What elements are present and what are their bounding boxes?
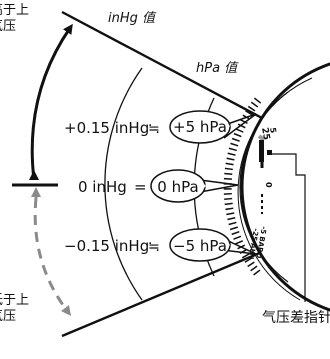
row-plus-relation: ≒ <box>148 121 160 137</box>
low-pressure-label-line2: 气压 <box>0 308 16 324</box>
pointer-marker <box>267 150 272 155</box>
row-minus-inhg: −0.15 inHg <box>64 237 149 255</box>
row-zero-inhg: 0 inHg <box>78 178 127 196</box>
high-pressure-label-line1: 高于上 <box>0 2 29 18</box>
bubble-plus-text: +5 hPa <box>173 118 227 136</box>
row-zero-relation: = <box>134 178 147 196</box>
bubble-plus-5hpa: +5 hPa <box>169 110 257 144</box>
watch-dial: 25 5 0 -5 BARO -25 ALTI <box>223 62 330 312</box>
dial-label-25: 25 <box>259 127 271 141</box>
pressure-diff-pointer-label: 气压差指针 <box>262 310 330 326</box>
bubble-minus-text: −5 hPa <box>173 237 227 255</box>
dial-label-0: 0 <box>264 182 273 188</box>
high-pressure-label-line2: 气压 <box>0 18 16 34</box>
row-minus-relation: ≒ <box>148 239 160 255</box>
dial-inner-ring-2 <box>237 77 313 301</box>
dial-label-5: 5 <box>268 127 278 134</box>
inhg-value-header: inHg 值 <box>108 11 157 26</box>
bubble-zero-text: 0 hPa <box>157 178 198 196</box>
hpa-value-header: hPa 值 <box>196 61 239 76</box>
scale-bar-plus <box>259 140 264 162</box>
pointer-leader-line <box>272 153 306 302</box>
low-pressure-label-line1: 低于上 <box>0 293 29 308</box>
lower-bound-line <box>61 250 263 338</box>
down-arrow-dashed <box>33 197 72 316</box>
dial-minute-ticks <box>223 97 262 277</box>
bubble-minus-5hpa: −5 hPa <box>169 228 257 262</box>
inhg-scale-arc <box>104 67 143 301</box>
scale-mark-highlight <box>257 134 266 142</box>
bubble-zero-hpa: 0 hPa <box>150 169 239 203</box>
row-plus-inhg: +0.15 inHg <box>64 119 149 137</box>
up-arrow-solid <box>30 23 73 181</box>
upper-bound-line <box>61 10 263 120</box>
